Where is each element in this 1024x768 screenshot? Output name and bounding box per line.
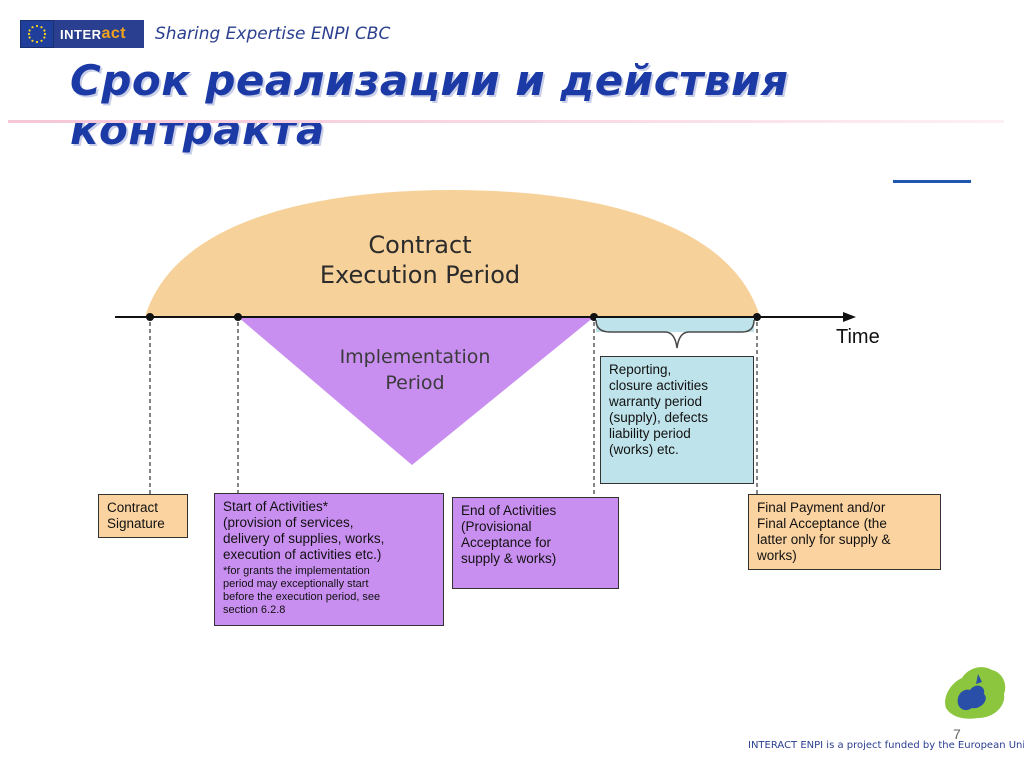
box-line: warranty period [609,394,703,409]
footnote-line: *for grants the implementation [223,565,370,577]
footnote-line: period may exceptionally start [223,578,369,590]
contract-label-line: Contract [368,231,472,259]
implementation-triangle [238,317,594,465]
accent-dash [893,180,971,183]
start-footnote: *for grants the implementation period ma… [223,565,435,617]
implementation-period-label: Implementation Period [290,344,540,396]
box-line: liability period [609,426,691,441]
box-line: (Provisional [461,519,532,534]
milestone-final [753,313,761,321]
box-line: (works) etc. [609,442,679,457]
box-line: End of Activities [461,503,557,518]
wordmark-inter: INTER [60,26,102,42]
contract-signature-box: Contract Signature [98,494,188,538]
box-line: delivery of supplies, works, [223,531,385,546]
time-axis-label: Time [836,326,880,348]
milestone-signature [146,313,154,321]
wordmark-act: act [101,25,127,42]
box-line: (supply), defects [609,410,709,425]
contract-execution-dome [145,190,760,317]
box-line: execution of activities etc.) [223,547,382,562]
start-of-activities-box: Start of Activities* (provision of servi… [214,493,444,626]
title-divider [8,120,1004,123]
reporting-brace [595,319,755,349]
milestone-start [234,313,242,321]
box-line: Start of Activities* [223,499,329,514]
box-line: Final Payment and/or [757,500,886,515]
contract-execution-label: Contract Execution Period [270,230,570,290]
europe-map-icon [945,667,1006,719]
box-line: Final Acceptance (the [757,516,887,531]
footer-funding-note: INTERACT ENPI is a project funded by the… [748,740,1024,751]
implementation-label-line: Period [385,372,445,394]
footnote-line: section 6.2.8 [223,604,286,616]
box-line: latter only for supply & [757,532,891,547]
reporting-closure-box: Reporting, closure activities warranty p… [600,356,754,484]
implementation-label-line: Implementation [339,346,491,368]
slide-title: Срок реализации и действия контракта [70,56,789,154]
box-line: Contract [107,500,159,515]
box-line: closure activities [609,378,709,393]
page-number: 7 [953,726,961,742]
time-axis-arrow [843,312,856,322]
final-payment-box: Final Payment and/or Final Acceptance (t… [748,494,941,570]
box-line: works) [757,548,797,563]
footnote-line: before the execution period, see [223,591,381,603]
reporting-band [596,318,754,332]
box-line: Signature [107,516,165,531]
box-line: (provision of services, [223,515,354,530]
box-line: Reporting, [609,362,672,377]
tagline: Sharing Expertise ENPI CBC [155,24,391,44]
end-of-activities-box: End of Activities (Provisional Acceptanc… [452,497,619,589]
eu-flag-icon [20,20,54,48]
box-line: supply & works) [461,551,557,566]
contract-label-line: Execution Period [319,261,521,289]
box-line: Acceptance for [461,535,552,550]
